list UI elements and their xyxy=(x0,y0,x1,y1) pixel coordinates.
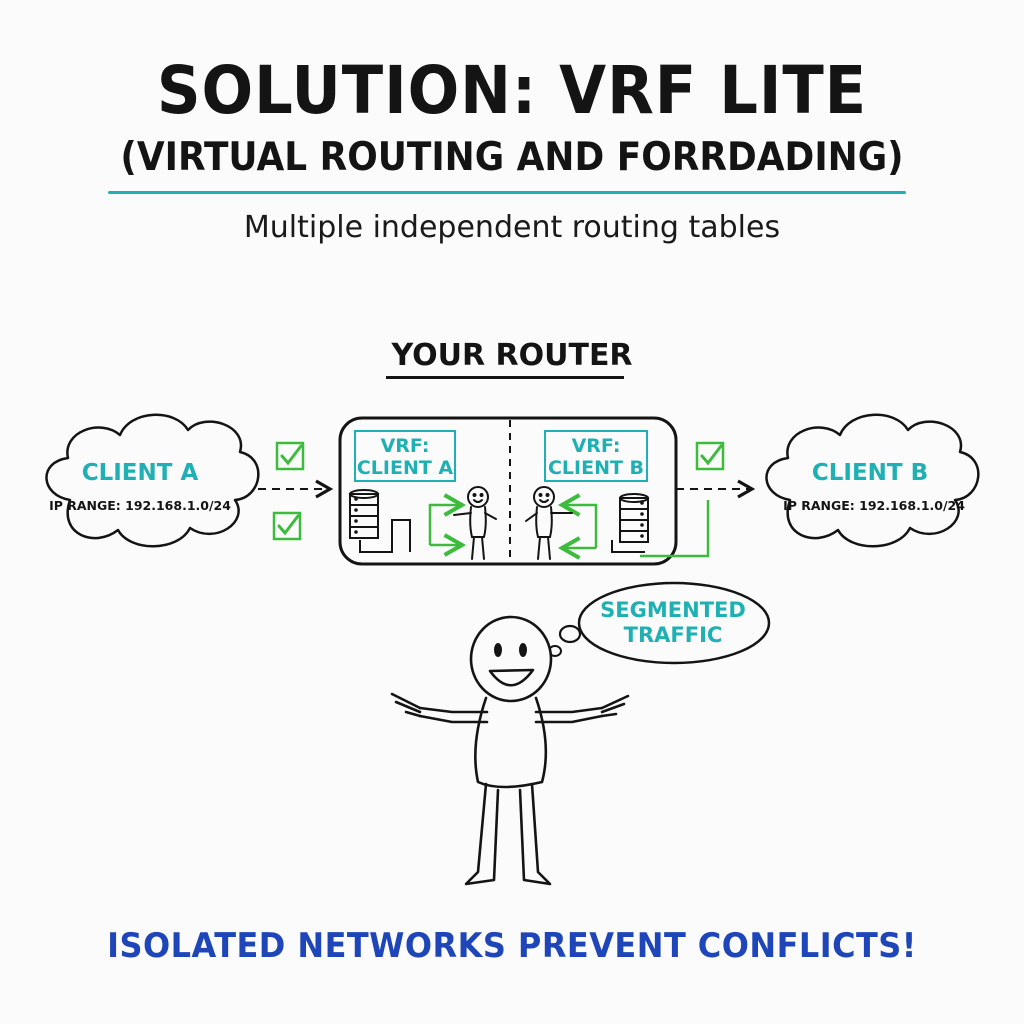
router-body xyxy=(338,416,678,566)
page-title: SOLUTION: VRF LITE xyxy=(156,52,868,129)
router-label: YOUR ROUTER xyxy=(391,338,633,373)
vrf-client-a-line1: VRF: xyxy=(380,435,430,457)
vrf-client-b-line1: VRF: xyxy=(571,435,621,457)
thought-bubble xyxy=(577,581,771,665)
client-b-name: CLIENT B xyxy=(811,460,929,486)
client-a-name: CLIENT A xyxy=(81,460,199,486)
stick-figure-icon xyxy=(390,615,630,886)
client-a-cloud-icon xyxy=(45,413,260,548)
tagline: Multiple independent routing tables xyxy=(243,210,781,245)
thought-line1: SEGMENTED xyxy=(600,598,746,622)
vrf-client-b-line2: CLIENT B xyxy=(547,457,645,479)
vrf-client-a-box: VRF: CLIENT A xyxy=(354,430,456,482)
check-icon xyxy=(272,511,302,541)
check-icon xyxy=(275,441,305,471)
client-a-ip-range: IP RANGE: 192.168.1.0/24 xyxy=(49,498,231,513)
client-b-ip-range: IP RANGE: 192.168.1.0/24 xyxy=(783,498,965,513)
check-icon xyxy=(695,441,725,471)
client-b-cloud-icon xyxy=(765,413,980,548)
thought-line2: TRAFFIC xyxy=(623,623,723,647)
stick-figure-icon xyxy=(525,486,573,560)
server-icon xyxy=(349,489,379,539)
vrf-client-b-box: VRF: CLIENT B xyxy=(544,430,648,482)
thought-bubble-text: SEGMENTED TRAFFIC xyxy=(580,598,766,648)
footer-message: ISOLATED NETWORKS PREVENT CONFLICTS! xyxy=(107,926,917,966)
stick-figure-icon xyxy=(453,486,497,560)
vrf-client-a-line2: CLIENT A xyxy=(356,457,454,479)
title-underline xyxy=(108,191,906,194)
page-subtitle: (VIRTUAL ROUTING AND FORRDADING) xyxy=(120,135,904,180)
server-icon xyxy=(619,493,649,543)
router-label-underline xyxy=(386,376,624,379)
